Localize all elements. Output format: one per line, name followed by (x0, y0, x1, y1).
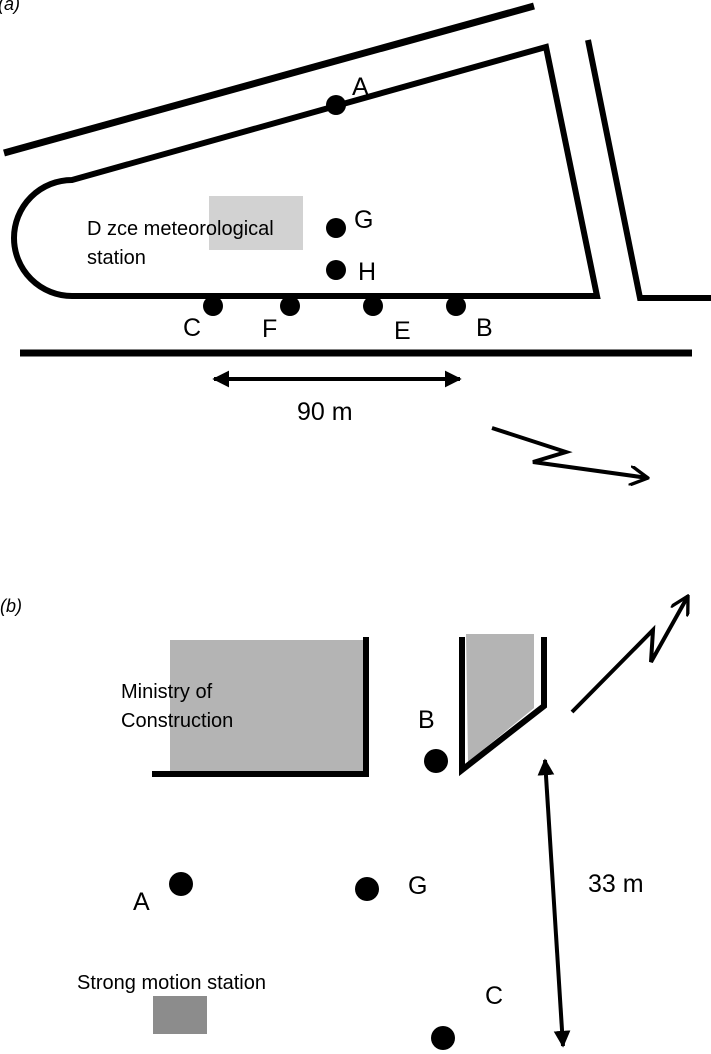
second-building-edge (459, 637, 547, 777)
strong-motion-station-legend-text: Strong motion station (77, 972, 266, 994)
point-b-marker (446, 296, 466, 316)
point-a-label: A (133, 888, 150, 916)
point-h-marker (326, 260, 346, 280)
point-b-label: B (476, 314, 493, 342)
point-a-label: A (352, 73, 369, 101)
point-e-marker (363, 296, 383, 316)
point-g-marker (326, 218, 346, 238)
ministry-building-edge (152, 637, 369, 777)
road-right (585, 39, 711, 301)
point-g-marker (355, 877, 379, 901)
second-building (466, 634, 534, 762)
point-f-marker (280, 296, 300, 316)
point-c-marker (431, 1026, 455, 1050)
panel-a-label: (a) (0, 0, 20, 14)
building-label-line1: Ministry of (121, 681, 213, 703)
point-c-label: C (485, 982, 503, 1010)
scale-arrow-b (537, 758, 571, 1048)
point-c-marker (203, 296, 223, 316)
panel-b-label: (b) (0, 596, 22, 616)
station-label-line1: D zce meteorological (87, 218, 274, 240)
point-g-label: G (354, 206, 373, 234)
site-boundary (11, 43, 601, 299)
point-a-marker (169, 872, 193, 896)
ministry-building (170, 640, 366, 774)
point-a-marker (326, 95, 346, 115)
point-c-label: C (183, 314, 201, 342)
point-b-marker (424, 749, 448, 773)
strong-motion-station-legend-swatch (153, 996, 207, 1034)
scale-text-b: 33 m (588, 870, 644, 898)
point-f-label: F (262, 315, 277, 343)
panel-a: (a) D zce meteorological station A G H C… (0, 0, 711, 478)
point-h-label: H (358, 258, 376, 286)
point-e-label: E (394, 317, 411, 345)
north-arrow-icon (570, 596, 690, 714)
building-label-line2: Construction (121, 710, 233, 732)
meteorological-station-box (209, 196, 303, 250)
road-top (3, 2, 535, 157)
panel-b: (b) Ministry of Construction B A G C 33 … (0, 596, 690, 1050)
north-arrow-icon (491, 426, 648, 478)
station-label-line2: station (87, 247, 146, 269)
point-g-label: G (408, 872, 427, 900)
point-b-label: B (418, 706, 435, 734)
scale-text-a: 90 m (297, 398, 353, 426)
